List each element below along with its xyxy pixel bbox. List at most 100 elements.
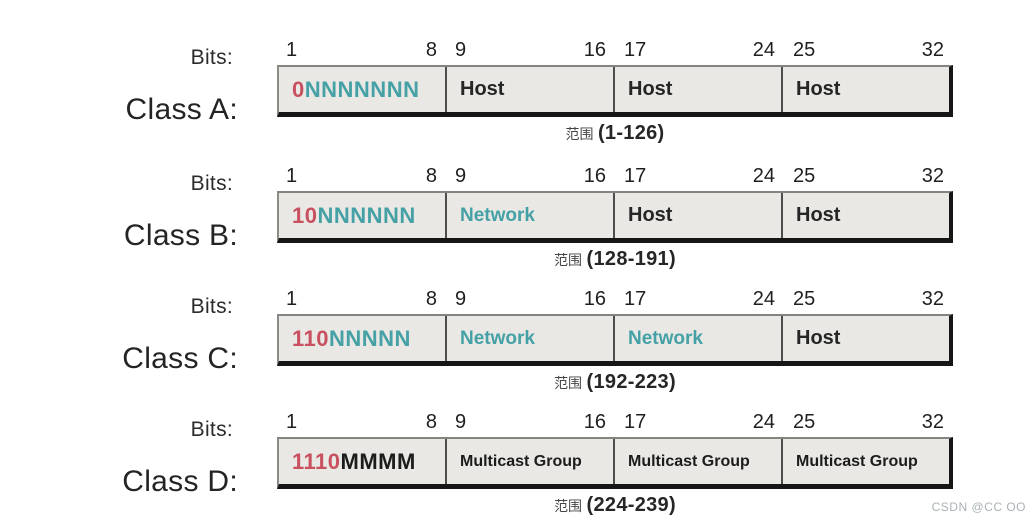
bit-number-start: 17 bbox=[624, 165, 647, 187]
octet-role: Host bbox=[460, 78, 505, 100]
class-a-label: Class A: bbox=[125, 93, 238, 126]
network-bits: NNNNNNN bbox=[304, 76, 420, 102]
bit-number-start: 9 bbox=[455, 411, 467, 433]
network-bits: NNNNNN bbox=[317, 202, 416, 228]
range-value: (224-239) bbox=[586, 494, 676, 516]
network-bits: NNNNN bbox=[329, 325, 411, 351]
class-c-label: Class C: bbox=[122, 342, 238, 375]
bit-number-end: 32 bbox=[921, 411, 944, 433]
octet-role: Host bbox=[796, 327, 841, 349]
leading-bits: 110 bbox=[292, 325, 329, 351]
octet-box: 10NNNNNN Network Host Host bbox=[277, 191, 953, 243]
bit-number-start: 25 bbox=[793, 288, 816, 310]
bit-number-end: 24 bbox=[752, 165, 775, 187]
octet-cell-pattern: 0NNNNNNN bbox=[279, 67, 445, 112]
bit-number-start: 9 bbox=[455, 165, 467, 187]
address-range: 范围 (128-191) bbox=[277, 248, 953, 271]
octet-box: 1110MMMM Multicast Group Multicast Group… bbox=[277, 437, 953, 489]
octet-cell: Network bbox=[445, 193, 613, 238]
bit-number-end: 24 bbox=[752, 39, 775, 61]
leading-bits: 10 bbox=[292, 202, 318, 228]
octet-cell-pattern: 1110MMMM bbox=[279, 439, 445, 484]
leading-bits: 1110 bbox=[292, 448, 341, 474]
bits-label: Bits: bbox=[190, 418, 233, 441]
bit-number-start: 9 bbox=[455, 288, 467, 310]
bit-number-end: 32 bbox=[921, 39, 944, 61]
octet-cell: Host bbox=[445, 67, 613, 112]
octet-cell: Host bbox=[781, 67, 949, 112]
bit-number-end: 16 bbox=[583, 165, 606, 187]
bit-pattern: 110NNNNN bbox=[292, 326, 411, 352]
address-range: 范围 (1-126) bbox=[277, 122, 953, 145]
octet-cell-pattern: 10NNNNNN bbox=[279, 193, 445, 238]
bit-number-start: 17 bbox=[624, 411, 647, 433]
bit-number-start: 25 bbox=[793, 411, 816, 433]
octet-box: 110NNNNN Network Network Host bbox=[277, 314, 953, 366]
octet-box: 0NNNNNNN Host Host Host bbox=[277, 65, 953, 117]
octet-cell: Host bbox=[613, 193, 781, 238]
bit-number-start: 1 bbox=[286, 39, 298, 61]
bit-number-start: 17 bbox=[624, 288, 647, 310]
bit-number-end: 8 bbox=[425, 411, 437, 433]
octet-role: Multicast Group bbox=[460, 452, 582, 470]
range-value: (128-191) bbox=[586, 248, 676, 270]
octet-role: Host bbox=[796, 204, 841, 226]
class-b-label: Class B: bbox=[123, 219, 238, 252]
bit-number-end: 8 bbox=[425, 165, 437, 187]
bit-number-end: 16 bbox=[583, 411, 606, 433]
bit-number-end: 8 bbox=[425, 39, 437, 61]
octet-role: Multicast Group bbox=[628, 452, 750, 470]
bit-number-end: 32 bbox=[921, 165, 944, 187]
bit-pattern: 10NNNNNN bbox=[292, 203, 416, 229]
octet-role: Network bbox=[460, 204, 535, 226]
octet-role: Network bbox=[628, 327, 703, 349]
range-label: 范围 bbox=[554, 375, 583, 391]
octet-role: Host bbox=[628, 204, 673, 226]
octet-cell: Host bbox=[781, 316, 949, 361]
octet-cell: Multicast Group bbox=[445, 439, 613, 484]
range-value: (1-126) bbox=[597, 122, 665, 144]
octet-role: Multicast Group bbox=[796, 452, 918, 470]
bits-label: Bits: bbox=[190, 295, 233, 318]
octet-cell: Host bbox=[781, 193, 949, 238]
octet-role: Network bbox=[460, 327, 535, 349]
bit-number-start: 1 bbox=[286, 165, 298, 187]
octet2-bit-range: 9 16 bbox=[446, 39, 615, 63]
bits-label: Bits: bbox=[190, 172, 233, 195]
octet-role: Host bbox=[796, 78, 841, 100]
octet4-bit-range: 25 32 bbox=[784, 411, 953, 435]
bit-pattern: 1110MMMM bbox=[292, 449, 416, 475]
range-value: (192-223) bbox=[586, 371, 676, 393]
bit-number-start: 17 bbox=[624, 39, 647, 61]
bits-label: Bits: bbox=[190, 46, 233, 69]
bit-pattern: 0NNNNNNN bbox=[292, 77, 419, 103]
octet-cell-pattern: 110NNNNN bbox=[279, 316, 445, 361]
bit-number-end: 24 bbox=[752, 411, 775, 433]
class-d-label: Class D: bbox=[122, 465, 238, 498]
octet-cell: Multicast Group bbox=[613, 439, 781, 484]
octet-cell: Host bbox=[613, 67, 781, 112]
address-range: 范围 (192-223) bbox=[277, 371, 953, 394]
octet-cell: Network bbox=[445, 316, 613, 361]
range-label: 范围 bbox=[554, 252, 583, 268]
octet2-bit-range: 9 16 bbox=[446, 411, 615, 435]
octet-role: Host bbox=[628, 78, 673, 100]
bit-number-start: 25 bbox=[793, 165, 816, 187]
octet4-bit-range: 25 32 bbox=[784, 165, 953, 189]
bit-number-start: 9 bbox=[455, 39, 467, 61]
bit-number-end: 16 bbox=[583, 39, 606, 61]
multicast-bits: MMMM bbox=[340, 448, 416, 474]
leading-bits: 0 bbox=[292, 76, 305, 102]
bit-number-end: 24 bbox=[752, 288, 775, 310]
